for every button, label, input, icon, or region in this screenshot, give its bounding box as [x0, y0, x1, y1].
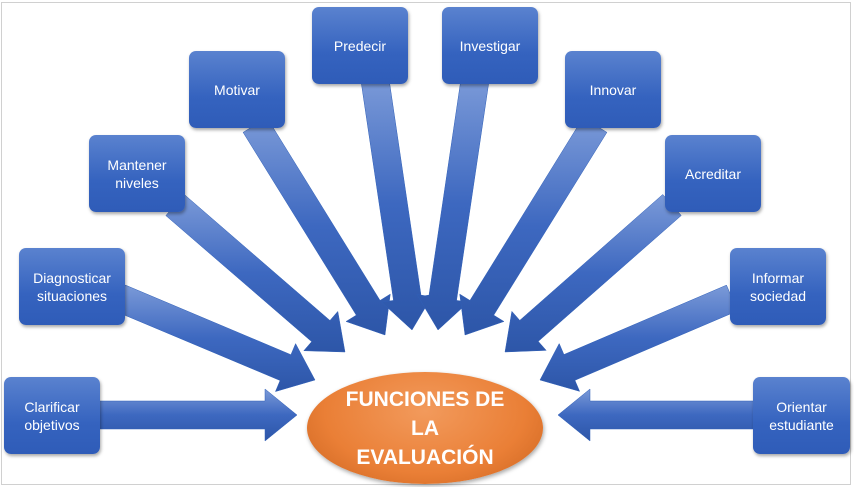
function-box-clarificar: Clarificar objetivos	[4, 377, 100, 454]
function-box-orientar: Orientar estudiante	[753, 377, 850, 454]
center-ellipse: FUNCIONES DE LA EVALUACIÓN	[307, 372, 543, 484]
arrow-10	[557, 388, 759, 442]
function-box-motivar: Motivar	[189, 51, 285, 128]
arrow-7	[459, 117, 608, 336]
arrow-9	[539, 284, 738, 392]
arrow-4	[242, 117, 391, 336]
arrow-1	[89, 388, 298, 442]
arrow-3	[165, 194, 346, 353]
function-box-diagnosticar: Diagnosticar situaciones	[19, 248, 125, 325]
function-box-mantener: Mantener niveles	[89, 135, 185, 212]
function-box-predecir: Predecir	[312, 7, 408, 84]
function-box-informar: Informar sociedad	[730, 248, 826, 325]
function-box-innovar: Innovar	[565, 51, 661, 128]
arrow-8	[504, 194, 682, 353]
function-box-investigar: Investigar	[442, 7, 538, 84]
arrow-2	[114, 284, 316, 392]
arrow-5	[360, 77, 434, 331]
arrow-6	[416, 77, 490, 331]
function-box-acreditar: Acreditar	[665, 135, 761, 212]
